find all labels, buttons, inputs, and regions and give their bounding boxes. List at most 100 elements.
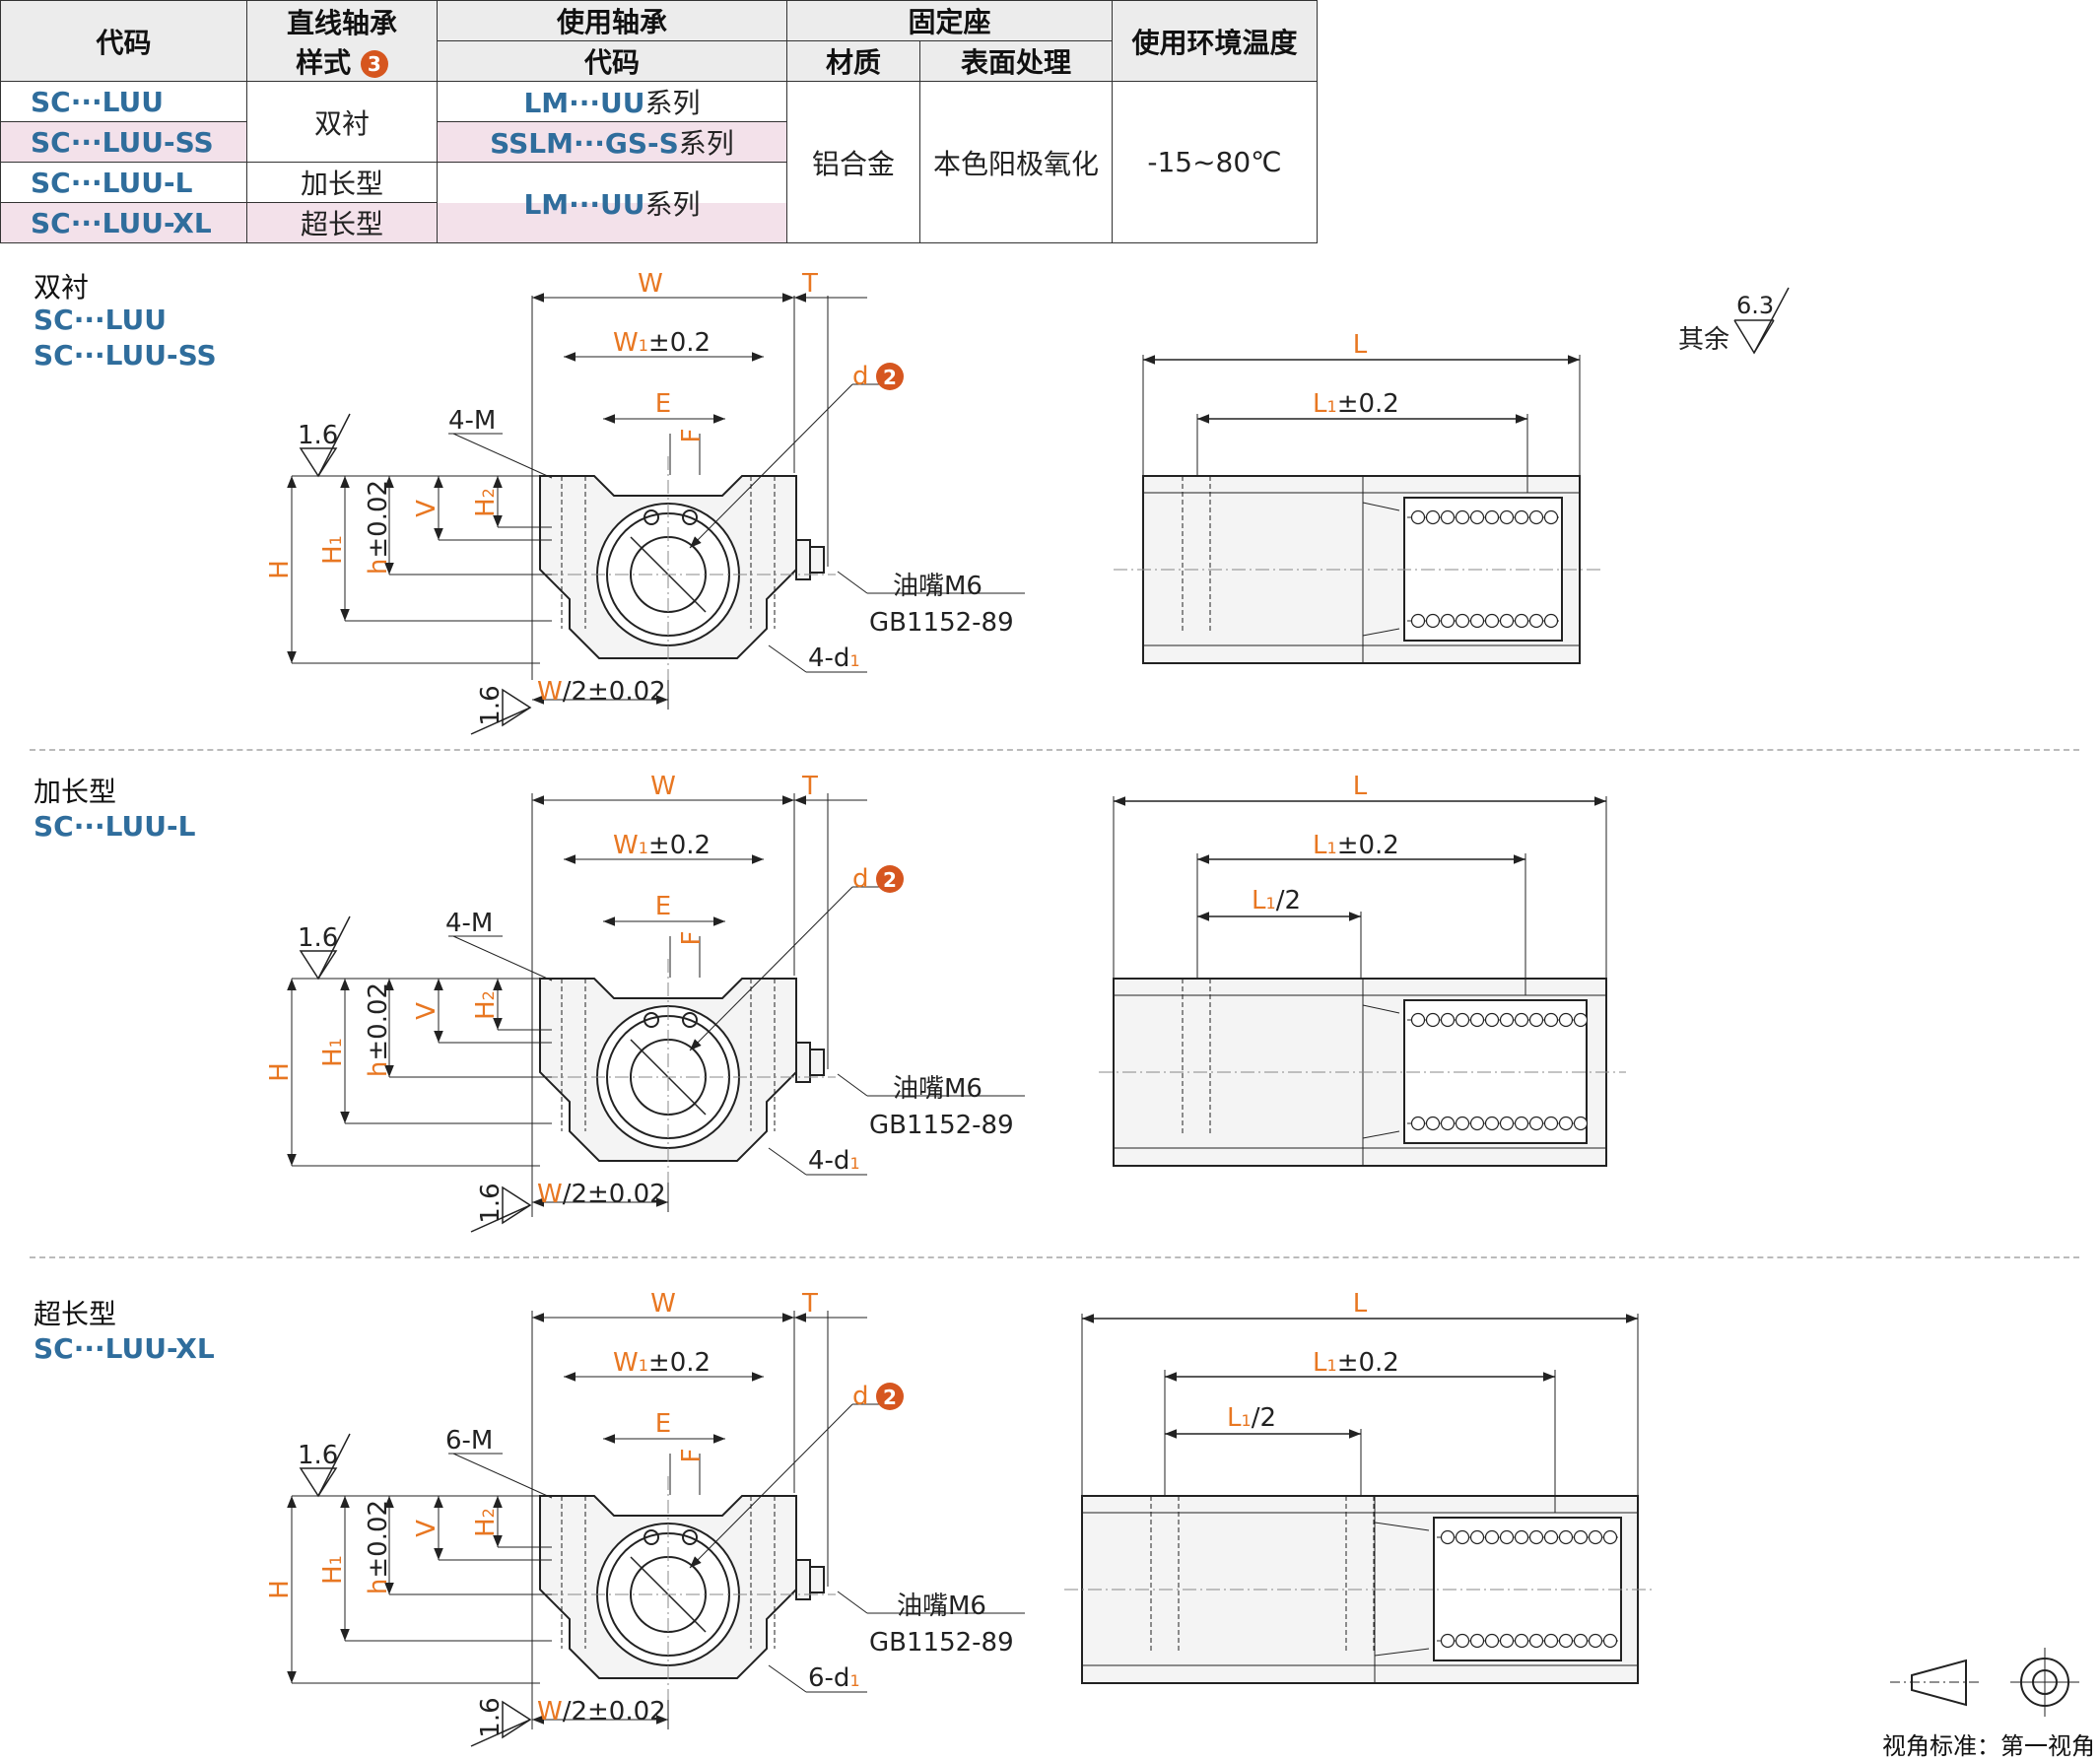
bearing-ball (1469, 1012, 1485, 1028)
bearing-ball (1573, 1116, 1589, 1131)
label-L1: L1±0.2 (1313, 1348, 1399, 1378)
bearing-ball (1499, 1012, 1515, 1028)
bearing-ball (1588, 1529, 1603, 1545)
bearing-ball (1588, 1633, 1603, 1649)
label-L1: L1±0.2 (1313, 831, 1399, 860)
badge-2 (876, 1383, 904, 1410)
label-T: T (801, 269, 818, 299)
bearing-ball (1528, 509, 1544, 525)
grease-nipple-label: 油嘴M6 (893, 572, 982, 601)
bearing-ball (1558, 1116, 1574, 1131)
header-used-bearing: 使用轴承 (437, 0, 787, 41)
label-holes-M: 6-M (445, 1426, 493, 1456)
section-divider (30, 1256, 2079, 1258)
bearing-ball (1469, 613, 1485, 629)
label-L1: L1±0.2 (1313, 389, 1399, 419)
bearing-balls (1410, 509, 1618, 1649)
section-code: SC···LUU (34, 304, 167, 336)
bearing-ball (1528, 1012, 1544, 1028)
section-title: 双衬 (34, 271, 90, 304)
label-holes-M: 4-M (445, 909, 493, 938)
label-V: V (412, 500, 441, 517)
bearing-ball (1543, 1012, 1559, 1028)
row-style: 双衬 (246, 81, 438, 163)
first-angle-projection-icon (1890, 1648, 2079, 1717)
label-d: d (852, 1382, 869, 1411)
bearing-ball (1543, 1116, 1559, 1131)
header-surface: 表面处理 (919, 40, 1113, 82)
label-H2: H2 (471, 990, 501, 1020)
label-holes-d1: 4-d1 (808, 643, 860, 673)
bearing-ball (1573, 1633, 1589, 1649)
row-bearing: LM···UU系列 (437, 162, 787, 243)
bearing-ball (1410, 1116, 1426, 1131)
label-d: d (852, 362, 869, 391)
temperature-value: -15~80℃ (1112, 81, 1318, 243)
label-L1-half: L1/2 (1252, 886, 1301, 915)
grease-nipple-standard: GB1152-89 (869, 1111, 1014, 1140)
bearing-ball (1514, 1012, 1529, 1028)
bearing-ball (1573, 1529, 1589, 1545)
header-used-bearing-code: 代码 (437, 40, 787, 82)
label-V: V (412, 1002, 441, 1020)
bearing-ball (1455, 1633, 1470, 1649)
section-code: SC···LUU-L (34, 810, 196, 843)
bearing-ball (1469, 509, 1485, 525)
label-W1: W1±0.2 (613, 831, 711, 860)
bearing-ball (1425, 509, 1441, 525)
bearing-ball (1455, 1529, 1470, 1545)
roughness-other-symbol (1733, 287, 1790, 355)
label-F: F (677, 429, 707, 443)
bearing-ball (1410, 1012, 1426, 1028)
bearing-ball (1425, 1012, 1441, 1028)
label-F: F (677, 1449, 707, 1463)
bearing-ball (1558, 1529, 1574, 1545)
row-code: SC···LUU-XL (0, 202, 247, 243)
label-H: H (265, 1062, 295, 1082)
bearing-ball (1440, 613, 1456, 629)
bearing-ball (1484, 1116, 1500, 1131)
bearing-ball (1528, 1633, 1544, 1649)
bearing-ball (1484, 1529, 1500, 1545)
roughness-value: 1.6 (298, 421, 338, 450)
bearing-ball (1484, 509, 1500, 525)
bearing-ball (1484, 1633, 1500, 1649)
badge-2-text: 2 (883, 1386, 897, 1409)
badge-2 (876, 363, 904, 390)
header-code: 代码 (0, 0, 247, 82)
material-value: 铝合金 (786, 81, 920, 243)
label-W: W (638, 269, 663, 299)
row-bearing: LM···UU系列 (437, 81, 787, 122)
section-title: 加长型 (34, 776, 117, 808)
label-T: T (801, 772, 818, 801)
row-style: 超长型 (246, 202, 438, 243)
header-bearing-style: 直线轴承 样式 3 (246, 0, 438, 82)
roughness-value: 1.6 (298, 1441, 338, 1470)
bearing-ball (1528, 1529, 1544, 1545)
label-h: h±0.02 (364, 480, 393, 575)
roughness-value: 1.6 (476, 685, 506, 725)
bearing-ball (1514, 1529, 1529, 1545)
header-fixed-seat: 固定座 (786, 0, 1113, 41)
grease-nipple-label: 油嘴M6 (897, 1592, 986, 1621)
label-W: W (650, 1289, 676, 1319)
label-H: H (265, 1580, 295, 1599)
bearing-ball (1469, 1529, 1485, 1545)
bearing-ball (1499, 1116, 1515, 1131)
label-H2: H2 (471, 1508, 501, 1537)
label-L: L (1353, 1289, 1368, 1319)
bearing-ball (1558, 1633, 1574, 1649)
bearing-ball (1514, 613, 1529, 629)
label-E: E (655, 1409, 671, 1439)
badge-2-text: 2 (883, 366, 897, 389)
label-H1: H1 (318, 535, 348, 565)
bearing-ball (1543, 1633, 1559, 1649)
badge-2-text: 2 (883, 868, 897, 892)
spec-table: 代码 直线轴承 样式 3 使用轴承 固定座 使用环境温度 代码 材质 表面处理 … (0, 0, 1318, 243)
label-half-W: W/2±0.02 (537, 677, 666, 707)
bearing-ball (1543, 509, 1559, 525)
bearing-ball (1543, 613, 1559, 629)
label-h: h±0.02 (364, 982, 393, 1077)
bearing-ball (1410, 509, 1426, 525)
roughness-value: 1.6 (476, 1183, 506, 1223)
